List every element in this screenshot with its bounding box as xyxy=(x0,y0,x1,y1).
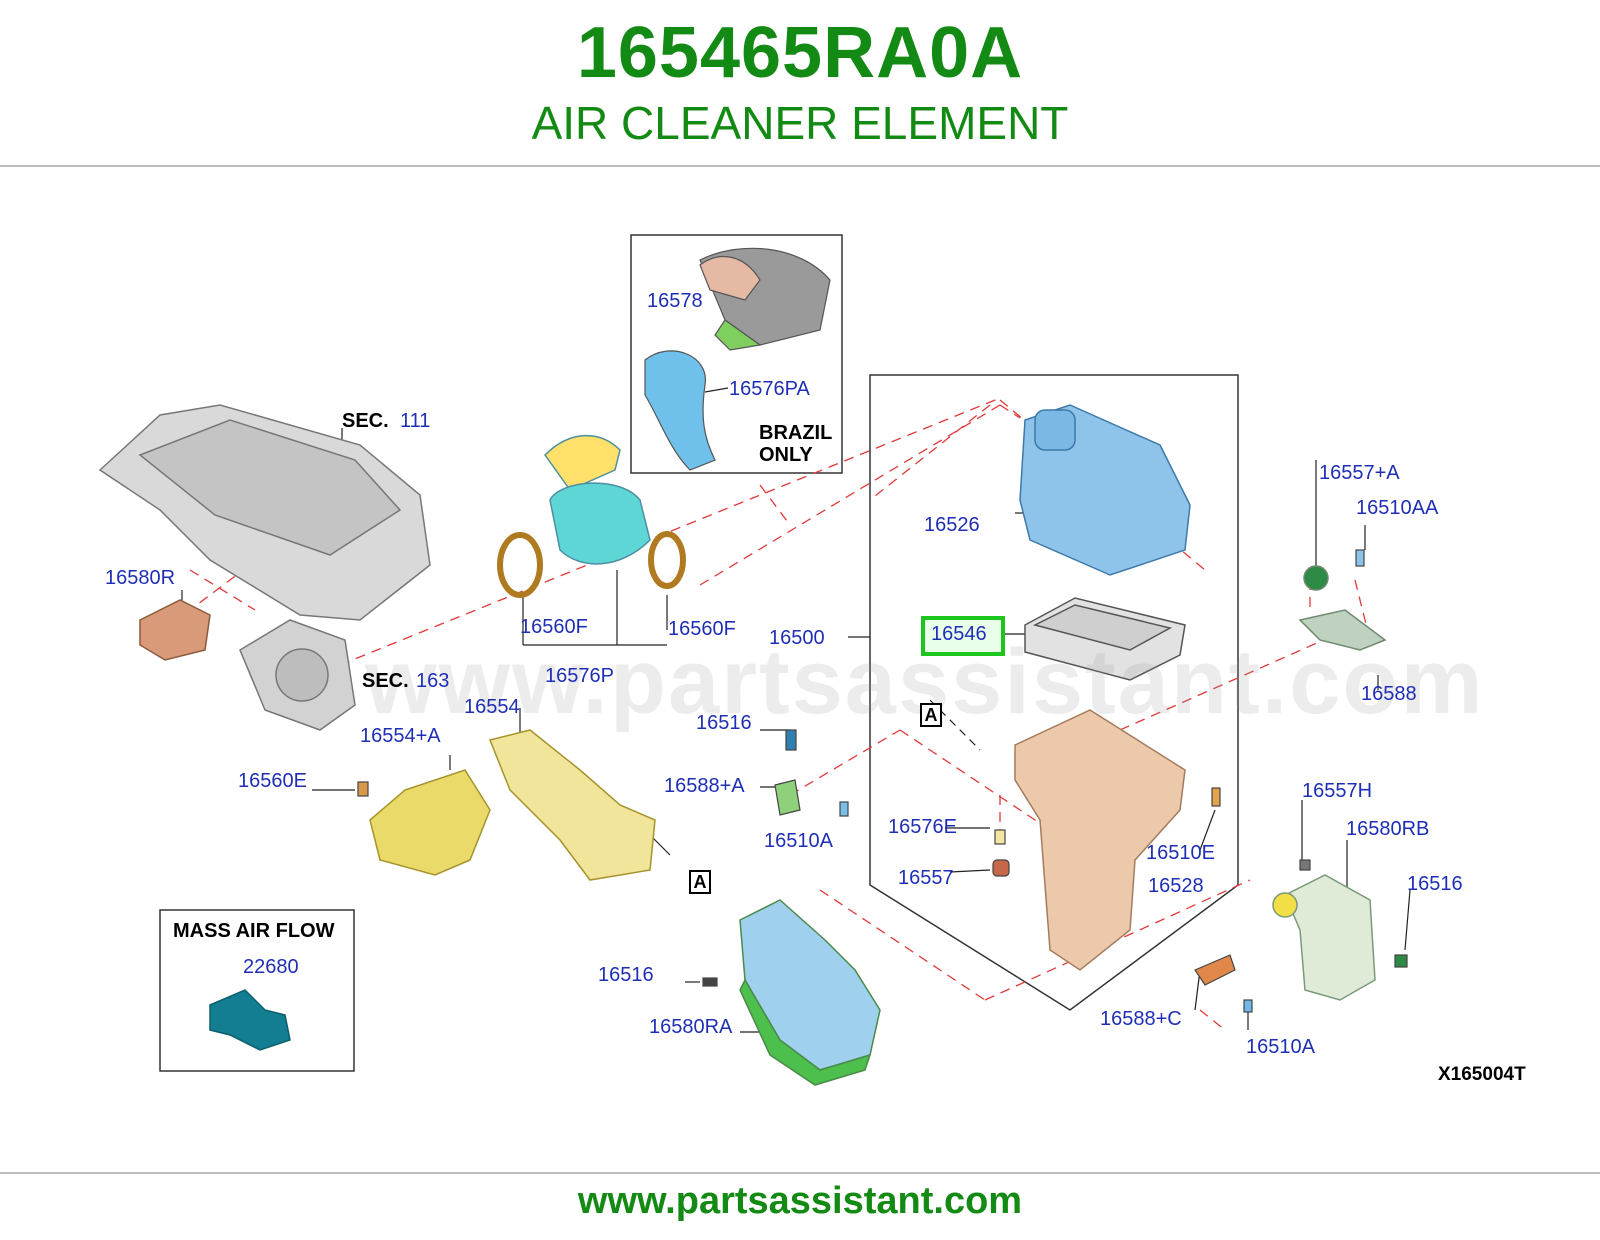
part-label-16560f-right[interactable]: 16560F xyxy=(668,618,736,640)
diagram-artwork xyxy=(98,234,1411,1086)
part-label-16546[interactable]: 16546 xyxy=(931,623,987,645)
part-label-16588c[interactable]: 16588+C xyxy=(1100,1008,1182,1030)
air-cleaner-element-part xyxy=(1024,597,1186,681)
throttle-body-part xyxy=(239,619,356,731)
part-label-22680[interactable]: 22680 xyxy=(243,956,299,978)
footer-website-link[interactable]: www.partsassistant.com xyxy=(577,1180,1023,1222)
bracket-16588-part xyxy=(1298,565,1387,651)
air-cleaner-case-part xyxy=(1014,709,1186,971)
part-label-16510e[interactable]: 16510E xyxy=(1146,842,1215,864)
resonator-16580ra-part xyxy=(739,899,881,1086)
part-label-16528[interactable]: 16528 xyxy=(1148,875,1204,897)
part-label-16516-center[interactable]: 16516 xyxy=(696,712,752,734)
sensor-16580r-part xyxy=(139,599,211,661)
sec-163-prefix: SEC. xyxy=(362,670,409,692)
part-label-16576pa[interactable]: 16576PA xyxy=(729,378,810,400)
part-label-16510aa[interactable]: 16510AA xyxy=(1356,497,1439,519)
brazil-only-note: BRAZIL ONLY xyxy=(759,422,833,466)
part-label-16557[interactable]: 16557 xyxy=(898,867,954,889)
sec-163-link[interactable]: 163 xyxy=(416,670,450,692)
part-label-16516-lower[interactable]: 16516 xyxy=(598,964,654,986)
small-fasteners xyxy=(357,549,1408,1013)
brazil-inset-frame xyxy=(630,234,843,474)
maf-inset-title: MASS AIR FLOW xyxy=(173,920,335,942)
resonator-16580rb-part xyxy=(1272,874,1376,1001)
part-label-16554a[interactable]: 16554+A xyxy=(360,725,441,747)
part-label-16516-right[interactable]: 16516 xyxy=(1407,873,1463,895)
part-number-title: 165465RA0A xyxy=(576,13,1024,93)
part-name-subtitle: AIR CLEANER ELEMENT xyxy=(531,97,1069,149)
highlighted-part-box xyxy=(921,616,1005,656)
part-label-16560e[interactable]: 16560E xyxy=(238,770,307,792)
part-label-16576e[interactable]: 16576E xyxy=(888,816,957,838)
resonator-16554a-part xyxy=(369,769,491,876)
footer-divider xyxy=(0,1172,1600,1174)
diagram-code: X165004T xyxy=(1438,1064,1526,1085)
maf-sensor-part xyxy=(209,989,291,1051)
ref-marker-a-lower: A xyxy=(689,870,711,894)
header-divider xyxy=(0,165,1600,167)
part-label-16557h[interactable]: 16557H xyxy=(1302,780,1373,802)
ref-marker-a-upper: A xyxy=(920,703,942,727)
part-label-16576p[interactable]: 16576P xyxy=(545,665,614,687)
part-label-16588[interactable]: 16588 xyxy=(1361,683,1417,705)
part-label-16510a-left[interactable]: 16510A xyxy=(764,830,833,852)
clamp-parts xyxy=(497,531,686,598)
sec-111-link[interactable]: 111 xyxy=(400,410,431,432)
parts-diagram: www.partsassistant.com SEC. 111 SEC. 163… xyxy=(0,170,1600,1170)
maf-inset-frame xyxy=(159,909,355,1072)
part-label-16580ra[interactable]: 16580RA xyxy=(649,1016,733,1038)
duct-16554-part xyxy=(488,729,656,881)
part-label-16560f-left[interactable]: 16560F xyxy=(520,616,588,638)
sec-111-prefix: SEC. xyxy=(342,410,389,432)
part-label-16510a-right[interactable]: 16510A xyxy=(1246,1036,1315,1058)
air-cleaner-cover-part xyxy=(1019,404,1191,576)
part-label-16588a[interactable]: 16588+A xyxy=(664,775,745,797)
part-label-16500[interactable]: 16500 xyxy=(769,627,825,649)
part-label-16580r[interactable]: 16580R xyxy=(105,567,176,589)
brazil-duct-part xyxy=(644,247,831,471)
part-label-16580rb[interactable]: 16580RB xyxy=(1346,818,1430,840)
mass-airflow-duct-part xyxy=(544,434,651,565)
part-label-16578[interactable]: 16578 xyxy=(647,290,703,312)
part-label-16557a[interactable]: 16557+A xyxy=(1319,462,1400,484)
header: 165465RA0A AIR CLEANER ELEMENT xyxy=(0,0,1600,168)
valve-cover-part xyxy=(98,404,431,621)
part-label-16554[interactable]: 16554 xyxy=(464,696,520,718)
part-label-16526[interactable]: 16526 xyxy=(924,514,980,536)
